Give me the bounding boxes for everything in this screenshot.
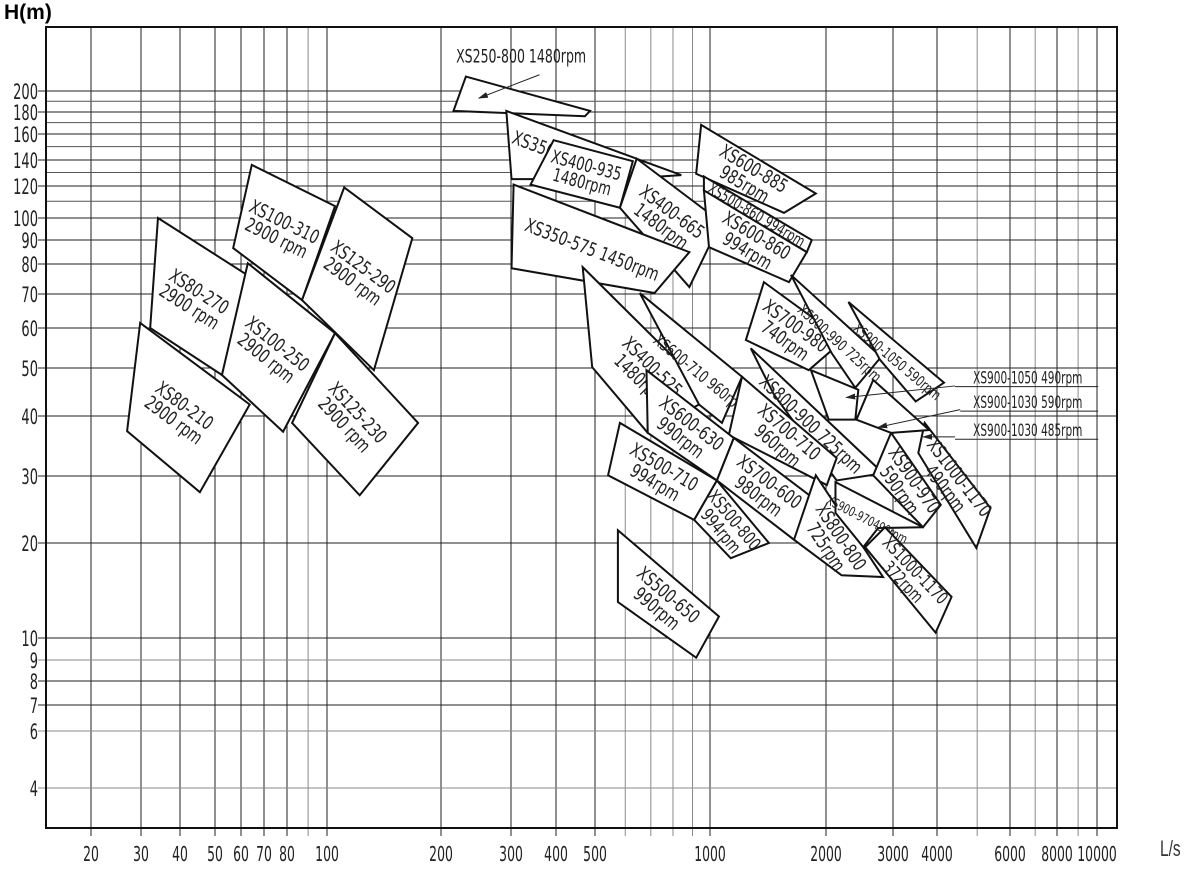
x-tick-label: 30 <box>133 843 149 866</box>
annotation-label: XS900-1050 490rpm <box>973 369 1082 388</box>
pump-region-outline <box>834 480 924 549</box>
y-tick-label: 8 <box>30 671 38 695</box>
y-tick-label: 7 <box>30 695 38 719</box>
pump-region: XS80-2702900 rpm <box>149 216 249 377</box>
pump-region-outline <box>638 292 744 425</box>
y-tick-label: 4 <box>30 778 38 802</box>
y-tick-label: 20 <box>21 533 38 557</box>
pump-region-outline <box>702 188 809 284</box>
y-tick-label: 90 <box>21 230 38 254</box>
tick-labels: 20 30 40 50 60 70 80 100 200 300 400 500 1000 2000 300… <box>13 81 1117 866</box>
pump-region-outline <box>863 525 953 635</box>
pump-region-outline <box>616 528 721 660</box>
pump-region-outline <box>290 331 420 497</box>
pump-region <box>809 368 860 421</box>
pump-region <box>452 75 592 118</box>
y-tick-label: 60 <box>21 318 38 342</box>
annotation-label: XS900-1030 485rpm <box>973 422 1082 441</box>
annotation-label: XS900-1030 590rpm <box>973 394 1082 413</box>
x-tick-label: 80 <box>279 843 295 866</box>
pump-region-outline <box>300 185 414 373</box>
pump-region-outline <box>727 374 838 487</box>
y-tick-label: 9 <box>30 650 38 674</box>
x-tick-label: 6000 <box>994 843 1026 866</box>
y-axis-title: H(m) <box>4 1 52 24</box>
y-tick-label: 160 <box>13 124 38 148</box>
annotation: XS900-1030 485rpm <box>922 422 1099 441</box>
x-tick-label: 200 <box>429 843 453 866</box>
annotation-arrow <box>877 409 961 429</box>
annotation-label: XS250-800 1480rpm <box>456 45 586 67</box>
plot-frame <box>45 26 1118 829</box>
x-tick-label: 2000 <box>810 843 842 866</box>
x-tick-label: 70 <box>256 843 272 866</box>
y-tick-label: 10 <box>21 628 38 652</box>
x-tick-label: 60 <box>233 843 249 866</box>
pump-region <box>855 378 932 434</box>
y-tick-label: 180 <box>13 102 38 126</box>
x-tick-label: 50 <box>207 843 223 866</box>
y-tick-label: 140 <box>13 150 38 174</box>
x-tick-label: 4000 <box>921 843 953 866</box>
pump-region-outline <box>510 183 692 295</box>
pump-region-outline <box>618 156 723 289</box>
annotation: XS900-1050 490rpm <box>845 369 1099 400</box>
x-tick-label: 3000 <box>877 843 909 866</box>
pump-region-outline <box>917 420 992 551</box>
pump-region-outline <box>695 123 818 214</box>
y-tick-label: 100 <box>13 208 38 232</box>
pump-region-outline <box>847 301 946 403</box>
pump-region: XS80-2102900 rpm <box>126 321 251 494</box>
pump-region-outline <box>855 378 932 434</box>
x-tick-label: 300 <box>499 843 523 866</box>
pump-region: XS500-650990rpm <box>616 528 721 660</box>
annotation-arrow <box>845 385 956 400</box>
pump-region-outline <box>749 347 886 482</box>
annotation: XS250-800 1480rpm <box>456 45 586 99</box>
y-tick-label: 120 <box>13 176 38 200</box>
x-tick-label: 40 <box>172 843 188 866</box>
pump-region-outline <box>872 430 943 529</box>
y-tick-label: 30 <box>21 466 38 490</box>
x-tick-label: 1000 <box>694 843 726 866</box>
x-tick-label: 8000 <box>1041 843 1073 866</box>
pump-region-outline <box>126 321 251 494</box>
x-tick-label: 100 <box>315 843 339 866</box>
annotation: XS900-1030 590rpm <box>877 394 1099 429</box>
pump-region: XS500-800994rpm <box>692 478 771 560</box>
pump-region-outline <box>809 368 860 421</box>
pump-region: XS350-575 1450rpm <box>510 183 692 295</box>
pump-region: XS100-2502900 rpm <box>220 261 337 434</box>
y-tick-label: 6 <box>30 721 38 745</box>
x-tick-label: 10000 <box>1077 843 1116 866</box>
y-tick-label: 80 <box>21 254 38 278</box>
x-axis-title: L/s <box>1160 836 1181 861</box>
y-tick-label: 50 <box>21 358 38 382</box>
x-tick-label: 400 <box>544 843 568 866</box>
pump-region-outline <box>692 478 771 560</box>
pump-region-outline <box>220 261 337 434</box>
x-tick-label: 500 <box>583 843 607 866</box>
y-tick-label: 40 <box>21 406 38 430</box>
pump-region-outline <box>452 75 592 118</box>
pump-region: XS125-2902900 rpm <box>300 185 414 373</box>
annotation-arrow <box>477 74 540 99</box>
x-tick-label: 20 <box>83 843 99 866</box>
y-tick-label: 70 <box>21 284 38 308</box>
pump-region: XS100-3102900 rpm <box>232 163 337 302</box>
pump-region: XS125-2302900 rpm <box>290 331 420 497</box>
y-tick-label: 200 <box>13 81 38 105</box>
